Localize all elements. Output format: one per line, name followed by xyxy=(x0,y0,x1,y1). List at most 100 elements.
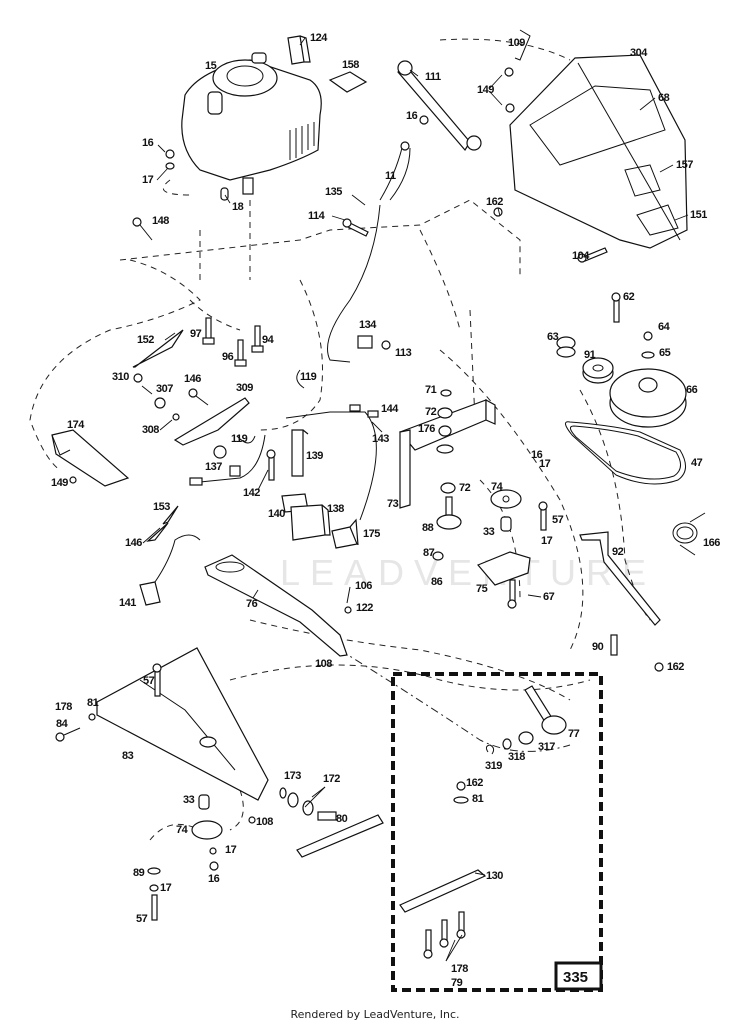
bracket-75 xyxy=(477,551,531,586)
washers-173-172 xyxy=(279,787,314,816)
callout-77: 77 xyxy=(568,728,580,740)
callout-88: 88 xyxy=(422,522,434,534)
bolt-57b xyxy=(152,663,162,697)
leader-line xyxy=(252,589,259,599)
callout-72: 72 xyxy=(425,406,437,418)
callout-144: 144 xyxy=(381,403,399,415)
callout-173: 173 xyxy=(284,770,301,782)
callout-319: 319 xyxy=(485,760,502,772)
callout-17: 17 xyxy=(539,458,551,470)
leader-line xyxy=(659,164,674,173)
spindle-88 xyxy=(432,496,462,561)
plate-74 xyxy=(490,489,522,509)
callout-66: 66 xyxy=(686,384,698,396)
callout-64: 64 xyxy=(658,321,671,333)
bracket-124 xyxy=(287,35,311,65)
leader-line xyxy=(141,385,153,395)
leader-line xyxy=(157,144,166,153)
callout-17: 17 xyxy=(541,535,553,547)
callout-175: 175 xyxy=(363,528,380,540)
callout-139: 139 xyxy=(306,450,323,462)
lever-76 xyxy=(204,554,348,657)
callout-17: 17 xyxy=(160,882,172,894)
callout-304: 304 xyxy=(630,47,648,59)
bushing-33b xyxy=(198,794,210,810)
bracket-175 xyxy=(331,518,359,549)
washer-318 xyxy=(502,738,512,750)
callout-76: 76 xyxy=(246,598,258,610)
callout-111: 111 xyxy=(425,71,441,83)
washer-17 xyxy=(165,162,175,170)
callout-90: 90 xyxy=(592,641,604,653)
pulley-66 xyxy=(609,368,687,428)
callout-71: 71 xyxy=(425,384,437,396)
callout-104: 104 xyxy=(572,250,590,262)
nut-307 xyxy=(154,397,166,409)
callout-140: 140 xyxy=(268,508,285,520)
leader-line xyxy=(299,37,306,46)
callout-318: 318 xyxy=(508,751,525,763)
leader-line xyxy=(474,872,486,876)
kit-335-box: 335 xyxy=(391,672,603,992)
plate-74b xyxy=(191,820,223,840)
nut-162c xyxy=(453,781,469,804)
callout-119: 119 xyxy=(231,433,248,445)
mount-73 xyxy=(398,398,496,509)
nut-149b xyxy=(69,476,77,484)
plate-80 xyxy=(296,811,384,858)
callout-68: 68 xyxy=(658,92,670,104)
leader-line xyxy=(257,469,269,491)
callout-113: 113 xyxy=(395,347,412,359)
callout-119: 119 xyxy=(300,371,317,383)
callout-162: 162 xyxy=(667,661,684,673)
callout-57: 57 xyxy=(136,913,148,925)
leader-line xyxy=(156,167,169,181)
spacer-63 xyxy=(556,336,576,358)
callout-309: 309 xyxy=(236,382,253,394)
clip-119a xyxy=(296,369,305,389)
callout-18: 18 xyxy=(232,201,244,213)
leader-line xyxy=(142,527,161,544)
callout-153: 153 xyxy=(153,501,170,513)
callout-87: 87 xyxy=(423,547,435,559)
callout-151: 151 xyxy=(690,209,707,221)
washer-65 xyxy=(641,351,655,359)
leader-line xyxy=(497,207,501,217)
module-138 xyxy=(290,504,331,541)
callout-148: 148 xyxy=(152,215,169,227)
bolt-146 xyxy=(188,388,209,406)
nut-16b xyxy=(419,115,429,125)
rod-109 xyxy=(514,29,531,61)
callout-81: 81 xyxy=(87,697,99,709)
key-310 xyxy=(133,373,143,383)
callout-15: 15 xyxy=(205,60,217,72)
callout-141: 141 xyxy=(119,597,136,609)
leader-line xyxy=(164,332,176,341)
leader-line xyxy=(445,939,456,962)
leader-line xyxy=(331,215,346,221)
bracket-139 xyxy=(291,429,309,477)
decals-153-146 xyxy=(146,505,179,542)
callout-80: 80 xyxy=(336,813,348,825)
lever-92 xyxy=(579,531,661,626)
callout-149: 149 xyxy=(477,84,494,96)
callout-157: 157 xyxy=(676,159,693,171)
callout-16: 16 xyxy=(531,449,543,461)
bolt-67 xyxy=(507,579,517,609)
callout-91: 91 xyxy=(584,349,596,361)
chute-304 xyxy=(509,54,688,249)
relay-141 xyxy=(139,534,201,606)
pulley-91 xyxy=(582,357,614,384)
callout-94: 94 xyxy=(262,334,275,346)
callout-174: 174 xyxy=(67,419,85,431)
decal-158 xyxy=(328,71,368,93)
callout-108: 108 xyxy=(315,658,332,670)
callout-124: 124 xyxy=(310,32,328,44)
callout-308: 308 xyxy=(142,424,159,436)
callout-152: 152 xyxy=(137,334,154,346)
callout-79: 79 xyxy=(451,977,463,989)
callout-73: 73 xyxy=(387,498,399,510)
callout-16: 16 xyxy=(406,110,418,122)
bolt-62 xyxy=(611,292,621,323)
